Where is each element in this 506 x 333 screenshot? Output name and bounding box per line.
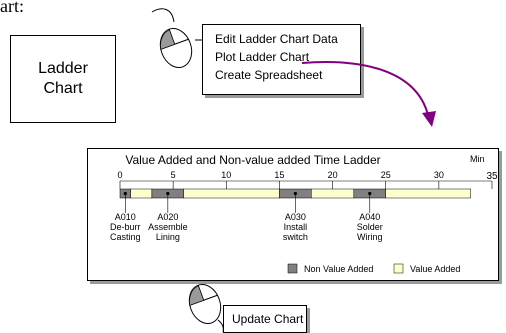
activity-pointer-dot <box>123 191 127 196</box>
activity-label: De-burr <box>110 222 141 232</box>
legend-swatch-non-value-added <box>287 263 298 274</box>
ladder-chart-box[interactable]: Ladder Chart <box>10 35 116 123</box>
activity-pointer-dot <box>293 191 297 196</box>
mouse-icon <box>188 284 222 324</box>
activity-label: switch <box>283 232 308 242</box>
legend-label-value-added: Value Added <box>410 264 460 274</box>
activity-label: Lining <box>156 232 180 242</box>
legend-label-non-value-added: Non Value Added <box>304 264 373 274</box>
ladder-chart-label-line1: Ladder <box>38 60 88 77</box>
ladder-chart-panel: Value Added and Non-value added Time Lad… <box>87 148 499 281</box>
chart-title: Value Added and Non-value added Time Lad… <box>125 153 380 167</box>
activity-pointer-dot <box>166 191 170 196</box>
value-added-bar <box>130 188 153 199</box>
menu-item-plot-ladder-chart[interactable]: Plot Ladder Chart <box>215 50 310 64</box>
x-tick-label: 0 <box>117 170 122 180</box>
activity-label: Assemble <box>148 222 188 232</box>
x-tick-label: 10 <box>221 170 231 180</box>
activity-label: A040 <box>359 212 380 222</box>
x-axis-ticks: 0 5 10 15 20 25 30 35 <box>117 170 498 189</box>
bottom-mouse-group <box>188 284 224 333</box>
x-tick-label: 15 <box>274 170 284 180</box>
activity-label: Casting <box>110 232 141 242</box>
menu-item-create-spreadsheet[interactable]: Create Spreadsheet <box>215 68 323 82</box>
x-tick-label: 20 <box>328 170 338 180</box>
activity-label: A020 <box>157 212 178 222</box>
chart-unit-label: Min <box>470 154 485 164</box>
value-added-bar <box>385 188 471 199</box>
ladder-chart-label-line2: Chart <box>43 80 83 97</box>
legend-swatch-value-added <box>393 263 404 274</box>
update-chart-button[interactable]: Update Chart <box>223 305 307 333</box>
ladder-chart-svg: Value Added and Non-value added Time Lad… <box>110 153 498 274</box>
x-tick-label: 35 <box>486 171 498 182</box>
menu-item-edit-ladder-chart-data[interactable]: Edit Ladder Chart Data <box>215 32 338 46</box>
curved-arrow-icon <box>301 60 436 127</box>
activity-label: A030 <box>285 212 306 222</box>
x-tick-label: 30 <box>434 170 444 180</box>
value-added-bar <box>183 188 280 199</box>
activity-label: A010 <box>115 212 136 222</box>
value-added-bar <box>311 188 355 199</box>
section-heading: art: <box>0 0 24 16</box>
top-mouse-group <box>151 8 202 68</box>
x-tick-label: 25 <box>381 170 391 180</box>
context-menu: Edit Ladder Chart Data Plot Ladder Chart… <box>202 24 361 95</box>
activity-label: Install <box>284 222 308 232</box>
activity-label: Wiring <box>357 232 383 242</box>
x-tick-label: 5 <box>171 170 176 180</box>
chart-legend: Non Value Added Value Added <box>287 263 460 274</box>
mouse-cable-line <box>151 8 175 23</box>
mouse-icon <box>159 28 193 68</box>
activity-pointer-dot <box>368 191 372 196</box>
activity-label: Solder <box>357 222 383 232</box>
